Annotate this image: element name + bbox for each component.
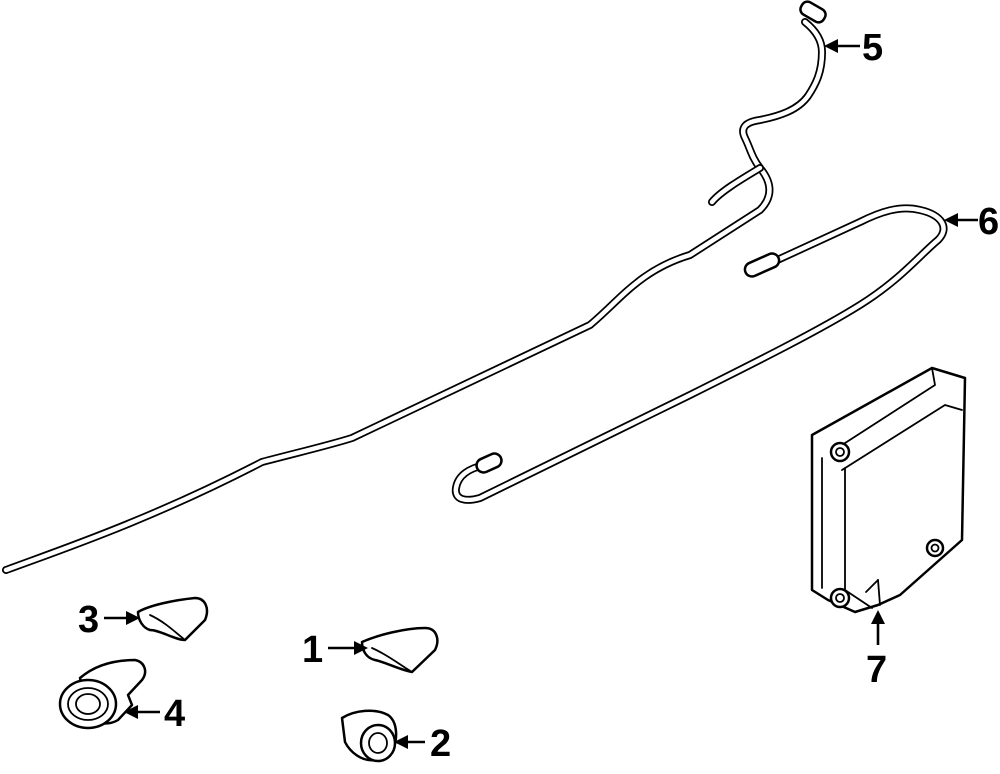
callout-3: 3 — [78, 599, 140, 641]
callout-7: 7 — [866, 610, 887, 691]
callout-number: 6 — [978, 201, 999, 243]
callout-number: 7 — [866, 649, 887, 691]
callout-number: 4 — [164, 693, 185, 735]
callout-number: 2 — [430, 723, 451, 765]
part-1-sensor-clip — [360, 626, 439, 674]
connector-loop-start — [475, 452, 503, 474]
connector-top — [799, 0, 827, 24]
mount-hole-bottom — [829, 587, 851, 609]
part-2-parking-sensor — [340, 709, 398, 763]
part-4-parking-sensor — [58, 658, 147, 730]
part-3-sensor-clip — [136, 596, 209, 642]
part-7-control-module — [810, 366, 967, 614]
callout-number: 5 — [862, 27, 883, 69]
part-5-long-wire — [2, 0, 827, 574]
callout-number: 3 — [78, 599, 99, 641]
callout-5: 5 — [824, 27, 883, 69]
callout-1: 1 — [302, 629, 368, 671]
connector-loop-end — [743, 252, 781, 278]
part-6-loop-wire — [451, 204, 948, 504]
callout-number: 1 — [302, 629, 323, 671]
mount-hole-side — [925, 538, 945, 558]
callout-2: 2 — [394, 723, 451, 765]
callout-4: 4 — [124, 693, 185, 735]
callout-6: 6 — [944, 201, 999, 243]
mount-hole-top — [829, 441, 851, 463]
